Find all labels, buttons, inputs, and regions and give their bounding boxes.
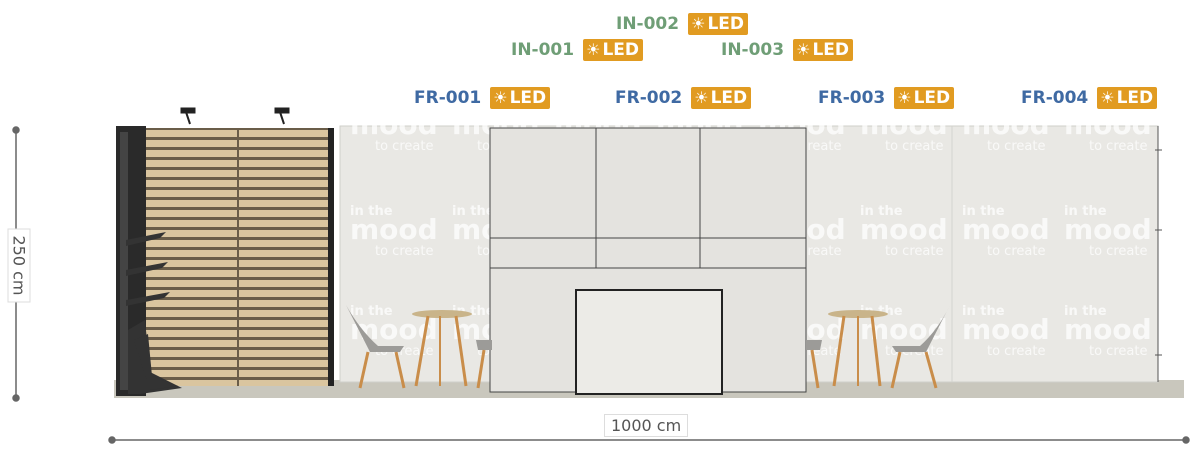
fixture-label-in-001: IN-001☀LED (508, 38, 644, 62)
chair-partial-right (806, 340, 822, 389)
svg-text:to create: to create (987, 244, 1045, 259)
led-badge-text: LED (1116, 88, 1154, 108)
fixture-label-fr-003: FR-003☀LED (815, 86, 955, 110)
fixture-label-fr-002: FR-002☀LED (612, 86, 752, 110)
svg-text:to create: to create (375, 244, 433, 259)
sun-icon: ☀ (694, 88, 709, 107)
width-dimension-label: 1000 cm (604, 414, 689, 437)
fixture-label-fr-001: FR-001☀LED (411, 86, 551, 110)
svg-text:to create: to create (1089, 139, 1147, 154)
svg-text:mood: mood (1064, 108, 1152, 141)
spotlight-right (274, 107, 290, 125)
svg-text:mood: mood (962, 313, 1050, 346)
chair-partial-left (476, 340, 492, 389)
svg-text:mood: mood (860, 108, 948, 141)
led-badge-text: LED (710, 88, 748, 108)
fixture-code: FR-004 (1018, 87, 1092, 109)
led-badge-text: LED (707, 14, 745, 34)
svg-text:in the: in the (350, 304, 393, 319)
svg-text:to create: to create (1089, 344, 1147, 359)
svg-text:mood: mood (1064, 313, 1152, 346)
chair-left (346, 305, 406, 389)
fixture-label-in-003: IN-003☀LED (718, 38, 854, 62)
svg-text:mood: mood (962, 108, 1050, 141)
led-badge: ☀LED (688, 13, 749, 35)
fixture-label-fr-004: FR-004☀LED (1018, 86, 1158, 110)
svg-text:in the: in the (758, 99, 801, 114)
shelves (126, 232, 170, 306)
svg-text:in the: in the (1064, 204, 1107, 219)
svg-text:mood: mood (350, 213, 438, 246)
svg-text:in the: in the (860, 204, 903, 219)
reception-counter (575, 289, 723, 395)
sun-icon: ☀ (493, 88, 508, 107)
led-badge: ☀LED (691, 87, 752, 109)
svg-text:mood: mood (860, 213, 948, 246)
svg-text:in the: in the (350, 204, 393, 219)
led-badge: ☀LED (583, 39, 644, 61)
fixture-code: IN-003 (718, 39, 788, 61)
fixture-code: IN-001 (508, 39, 578, 61)
sun-icon: ☀ (796, 40, 811, 59)
fixture-code: FR-003 (815, 87, 889, 109)
height-dimension-label: 250 cm (7, 228, 31, 303)
spotlight-left (180, 107, 196, 125)
led-badge: ☀LED (793, 39, 854, 61)
svg-text:in the: in the (452, 204, 495, 219)
sun-icon: ☀ (691, 14, 706, 33)
led-badge: ☀LED (490, 87, 551, 109)
table-left (412, 310, 472, 387)
fixture-code: FR-002 (612, 87, 686, 109)
width-dimension-line (108, 436, 1190, 444)
stacked-chairs (128, 320, 182, 394)
led-badge-text: LED (812, 40, 850, 60)
svg-text:to create: to create (987, 344, 1045, 359)
sun-icon: ☀ (897, 88, 912, 107)
svg-text:to create: to create (885, 139, 943, 154)
svg-text:mood: mood (962, 213, 1050, 246)
led-badge-text: LED (602, 40, 640, 60)
led-badge-text: LED (509, 88, 547, 108)
svg-text:in the: in the (350, 99, 393, 114)
svg-text:to create: to create (987, 139, 1045, 154)
sun-icon: ☀ (1100, 88, 1115, 107)
sun-icon: ☀ (586, 40, 601, 59)
svg-text:to create: to create (1089, 244, 1147, 259)
svg-text:in the: in the (554, 99, 597, 114)
led-badge: ☀LED (1097, 87, 1158, 109)
svg-text:to create: to create (885, 244, 943, 259)
svg-text:in the: in the (962, 99, 1005, 114)
svg-text:mood: mood (350, 108, 438, 141)
svg-text:mood: mood (1064, 213, 1152, 246)
led-badge-text: LED (913, 88, 951, 108)
svg-text:in the: in the (962, 304, 1005, 319)
table-right (828, 310, 888, 387)
fixture-code: FR-001 (411, 87, 485, 109)
led-badge: ☀LED (894, 87, 955, 109)
chair-right (890, 305, 950, 389)
svg-text:to create: to create (375, 139, 433, 154)
svg-text:in the: in the (1064, 304, 1107, 319)
fixture-code: IN-002 (613, 13, 683, 35)
svg-text:in the: in the (962, 204, 1005, 219)
fixture-label-in-002: IN-002☀LED (613, 12, 749, 36)
